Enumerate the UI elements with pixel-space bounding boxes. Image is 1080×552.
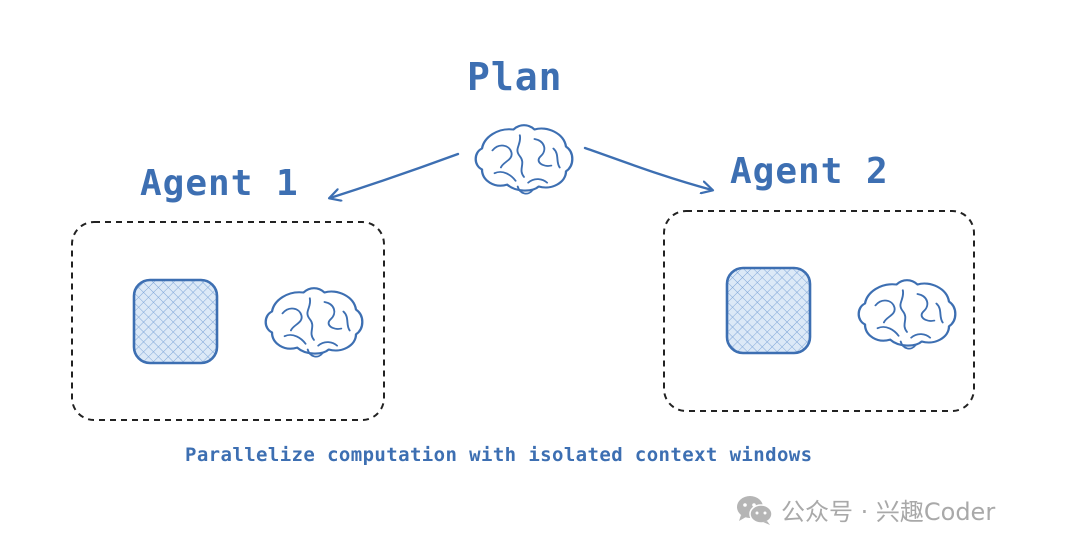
agent-1-context-window-icon bbox=[132, 278, 219, 365]
agent-1-brain-icon bbox=[264, 287, 364, 358]
wechat-icon bbox=[737, 495, 773, 525]
agent-2-context-window-icon bbox=[725, 266, 812, 355]
plan-brain-icon bbox=[474, 124, 574, 195]
plan-label: Plan bbox=[467, 55, 563, 99]
agent-1-box bbox=[71, 221, 385, 421]
agent-1-label: Agent 1 bbox=[140, 163, 299, 204]
agent-2-label: Agent 2 bbox=[730, 151, 889, 192]
arrow-to-agent-2 bbox=[583, 146, 712, 190]
arrow-to-agent-1 bbox=[330, 152, 460, 198]
watermark-text: 公众号 · 兴趣Coder bbox=[781, 498, 996, 526]
watermark: 公众号 · 兴趣Coder bbox=[735, 492, 995, 527]
caption: Parallelize computation with isolated co… bbox=[185, 444, 813, 466]
agent-2-brain-icon bbox=[857, 279, 957, 350]
agent-2-box bbox=[663, 210, 975, 412]
